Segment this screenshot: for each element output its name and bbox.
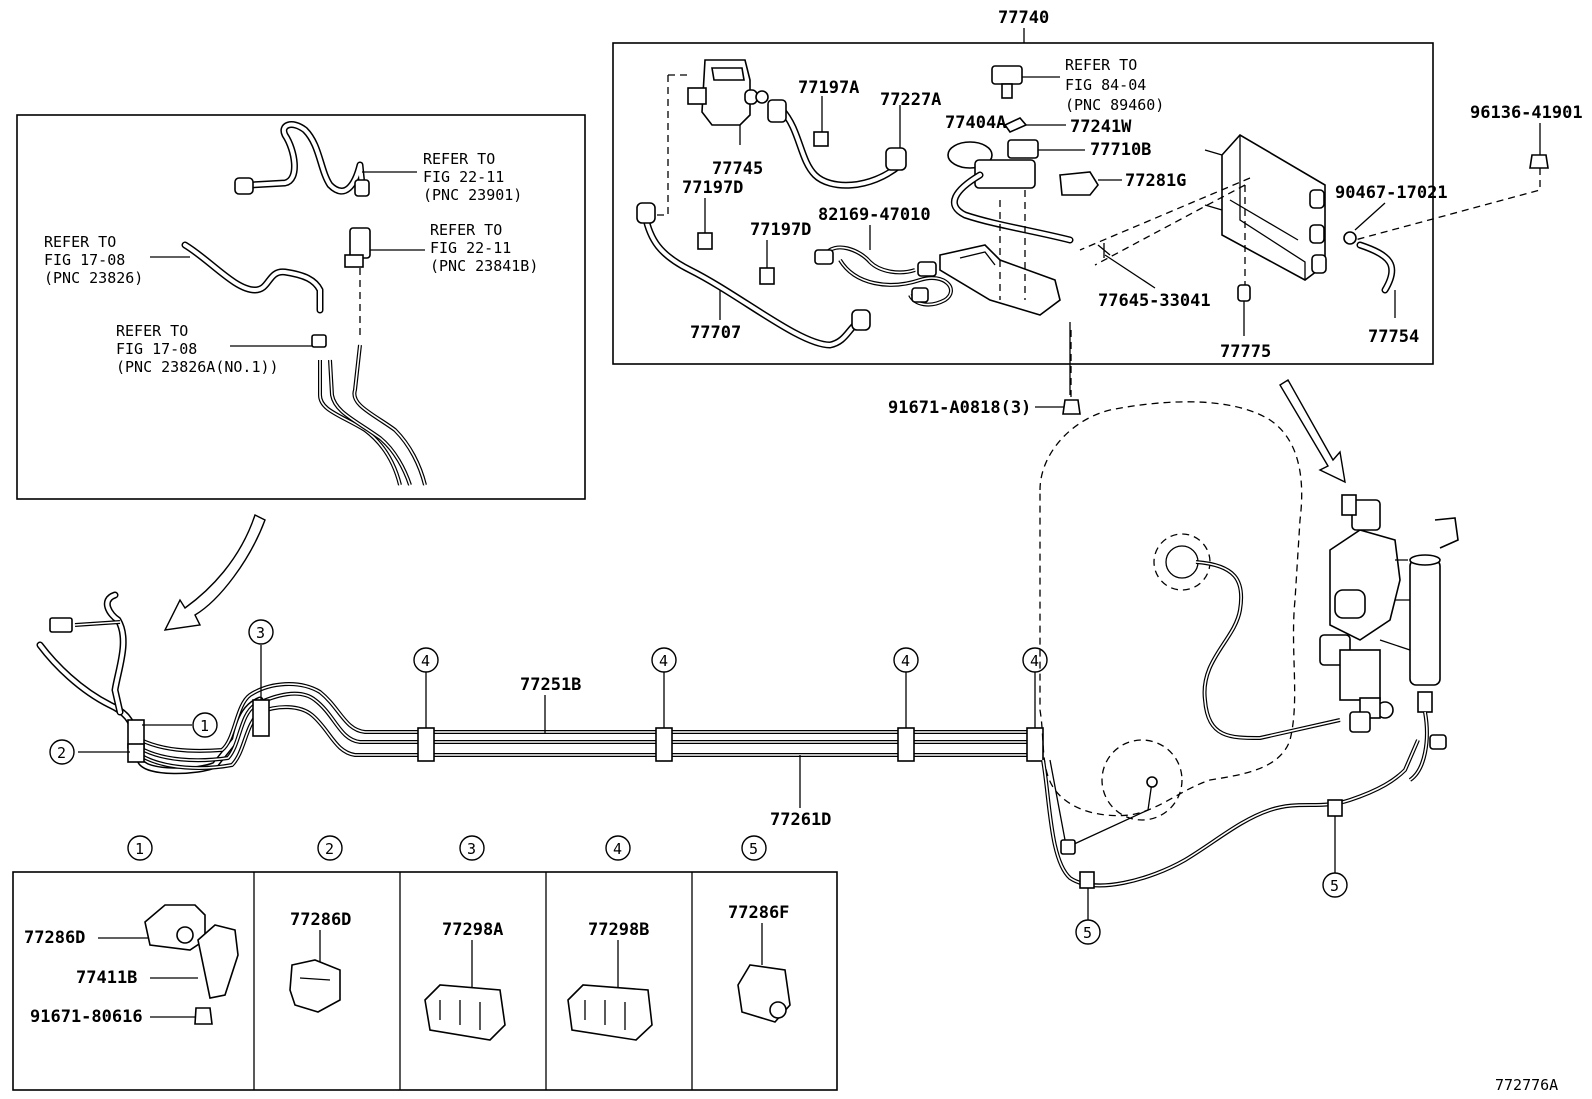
ref-17-08-a-line3: (PNC 23826) <box>44 269 143 287</box>
label-77645: 77645-33041 <box>1098 291 1211 311</box>
bolt-96136: 96136-41901 <box>1354 103 1583 241</box>
assembly-box <box>612 42 1434 365</box>
table-head-2: 2 <box>325 840 334 858</box>
label-77745: 77745 <box>712 159 763 179</box>
ref-22-11-b-line2: FIG 22-11 <box>430 239 511 257</box>
canister <box>1204 133 1327 281</box>
label-77286D-b: 77286D <box>290 910 351 930</box>
hose-77754: 90467-17021 77754 <box>1335 183 1448 347</box>
label-82169: 82169-47010 <box>818 205 931 225</box>
clamp-5-a <box>1079 871 1095 889</box>
arrow-right <box>1279 379 1346 484</box>
label-77404A: 77404A <box>945 113 1006 133</box>
clamp-table-frame <box>12 871 838 1091</box>
detail-box-group: REFER TO FIG 22-11 (PNC 23901) REFER TO … <box>16 114 586 500</box>
clamp-4-c <box>897 727 915 762</box>
bracket-77645: 77645-33041 <box>939 190 1211 395</box>
clamp-2 <box>127 743 145 763</box>
ref-17-08-b-line1: REFER TO <box>116 322 188 340</box>
callout-4-route-b: 4 <box>659 652 668 670</box>
ref-84-04-line3: (PNC 89460) <box>1065 96 1164 114</box>
clamp-detail-table: 1 2 3 4 5 77286D 77411B 91671-80616 7728… <box>12 835 838 1091</box>
arrow-left <box>163 514 266 631</box>
label-77707: 77707 <box>690 323 741 343</box>
label-77197D-a: 77197D <box>682 178 743 198</box>
label-77710B: 77710B <box>1090 140 1151 160</box>
label-77251B: 77251B <box>520 675 581 695</box>
canister-assembly-group: 77740 77745 77197A 77227A <box>612 8 1448 395</box>
table-head-1: 1 <box>135 840 144 858</box>
label-77286D-a: 77286D <box>24 928 85 948</box>
callout-4-route-d: 4 <box>1030 652 1039 670</box>
label-77227A: 77227A <box>880 90 941 110</box>
plug-77775: 77775 <box>1220 284 1271 362</box>
label-96136: 96136-41901 <box>1470 103 1583 123</box>
label-91671-A0818: 91671-A0818(3) <box>888 398 1031 418</box>
ref-17-08-a-line1: REFER TO <box>44 233 116 251</box>
table-head-5: 5 <box>749 840 758 858</box>
clamp-4-b <box>655 727 673 762</box>
table-head-3: 3 <box>467 840 476 858</box>
canister-installed <box>1319 494 1459 782</box>
label-77775: 77775 <box>1220 342 1271 362</box>
table-head-4: 4 <box>613 840 622 858</box>
callout-5-route-b: 5 <box>1330 877 1339 895</box>
label-77298B: 77298B <box>588 920 649 940</box>
valve-77404A: 77404A 77241W 77710B <box>945 113 1151 244</box>
bolt-91671-A0818: 91671-A0818(3) <box>888 330 1081 418</box>
ref-22-11-b-line1: REFER TO <box>430 221 502 239</box>
ref-17-08-b-line2: FIG 17-08 <box>116 340 197 358</box>
callouts-routing: 1 2 3 4 4 4 4 5 5 <box>49 619 1348 945</box>
ref-84-04-line1: REFER TO <box>1065 56 1137 74</box>
fuel-tank <box>1039 401 1420 920</box>
callout-1-route: 1 <box>200 717 209 735</box>
ref-fig-84-04: REFER TO FIG 84-04 (PNC 89460) <box>991 56 1164 114</box>
callout-4-route-c: 4 <box>901 652 910 670</box>
ref-84-04-line2: FIG 84-04 <box>1065 76 1146 94</box>
ref-22-11-a-line1: REFER TO <box>423 150 495 168</box>
ref-17-08-b-line3: (PNC 23826A(NO.1)) <box>116 358 279 376</box>
label-90467: 90467-17021 <box>1335 183 1448 203</box>
callout-4-route-a: 4 <box>421 652 430 670</box>
label-91671-80616: 91671-80616 <box>30 1007 143 1027</box>
label-77740: 77740 <box>998 8 1049 28</box>
callout-3-route: 3 <box>256 624 265 642</box>
hose-77707: 77197D 77197D 77707 <box>636 178 871 349</box>
hose-77227A: 77197A 77227A <box>767 78 941 189</box>
label-77261D: 77261D <box>770 810 831 830</box>
label-77197D-b: 77197D <box>750 220 811 240</box>
label-77197A: 77197A <box>798 78 859 98</box>
vsv-77745: 77745 <box>687 59 769 179</box>
main-routing: 77251B 77261D <box>36 591 1044 830</box>
label-77241W: 77241W <box>1070 117 1132 137</box>
clamp-4-d <box>1026 727 1044 762</box>
figure-id: 772776A <box>1495 1076 1558 1094</box>
clamp-3 <box>252 699 270 737</box>
ref-22-11-a-line2: FIG 22-11 <box>423 168 504 186</box>
label-77298A: 77298A <box>442 920 503 940</box>
connector-77281G: 77281G <box>1059 171 1186 196</box>
label-77286F: 77286F <box>728 903 789 923</box>
detail-box <box>16 114 586 500</box>
wire-82169: 82169-47010 <box>814 205 953 307</box>
label-77281G: 77281G <box>1125 171 1186 191</box>
ref-22-11-b-line3: (PNC 23841B) <box>430 257 538 275</box>
callout-5-route-a: 5 <box>1083 924 1092 942</box>
clamp-4-a <box>417 727 435 762</box>
label-77754: 77754 <box>1368 327 1419 347</box>
ref-17-08-a-line2: FIG 17-08 <box>44 251 125 269</box>
label-77411B: 77411B <box>76 968 137 988</box>
clamp-5-b <box>1327 799 1343 817</box>
ref-22-11-a-line3: (PNC 23901) <box>423 186 522 204</box>
callout-2-route: 2 <box>57 744 66 762</box>
